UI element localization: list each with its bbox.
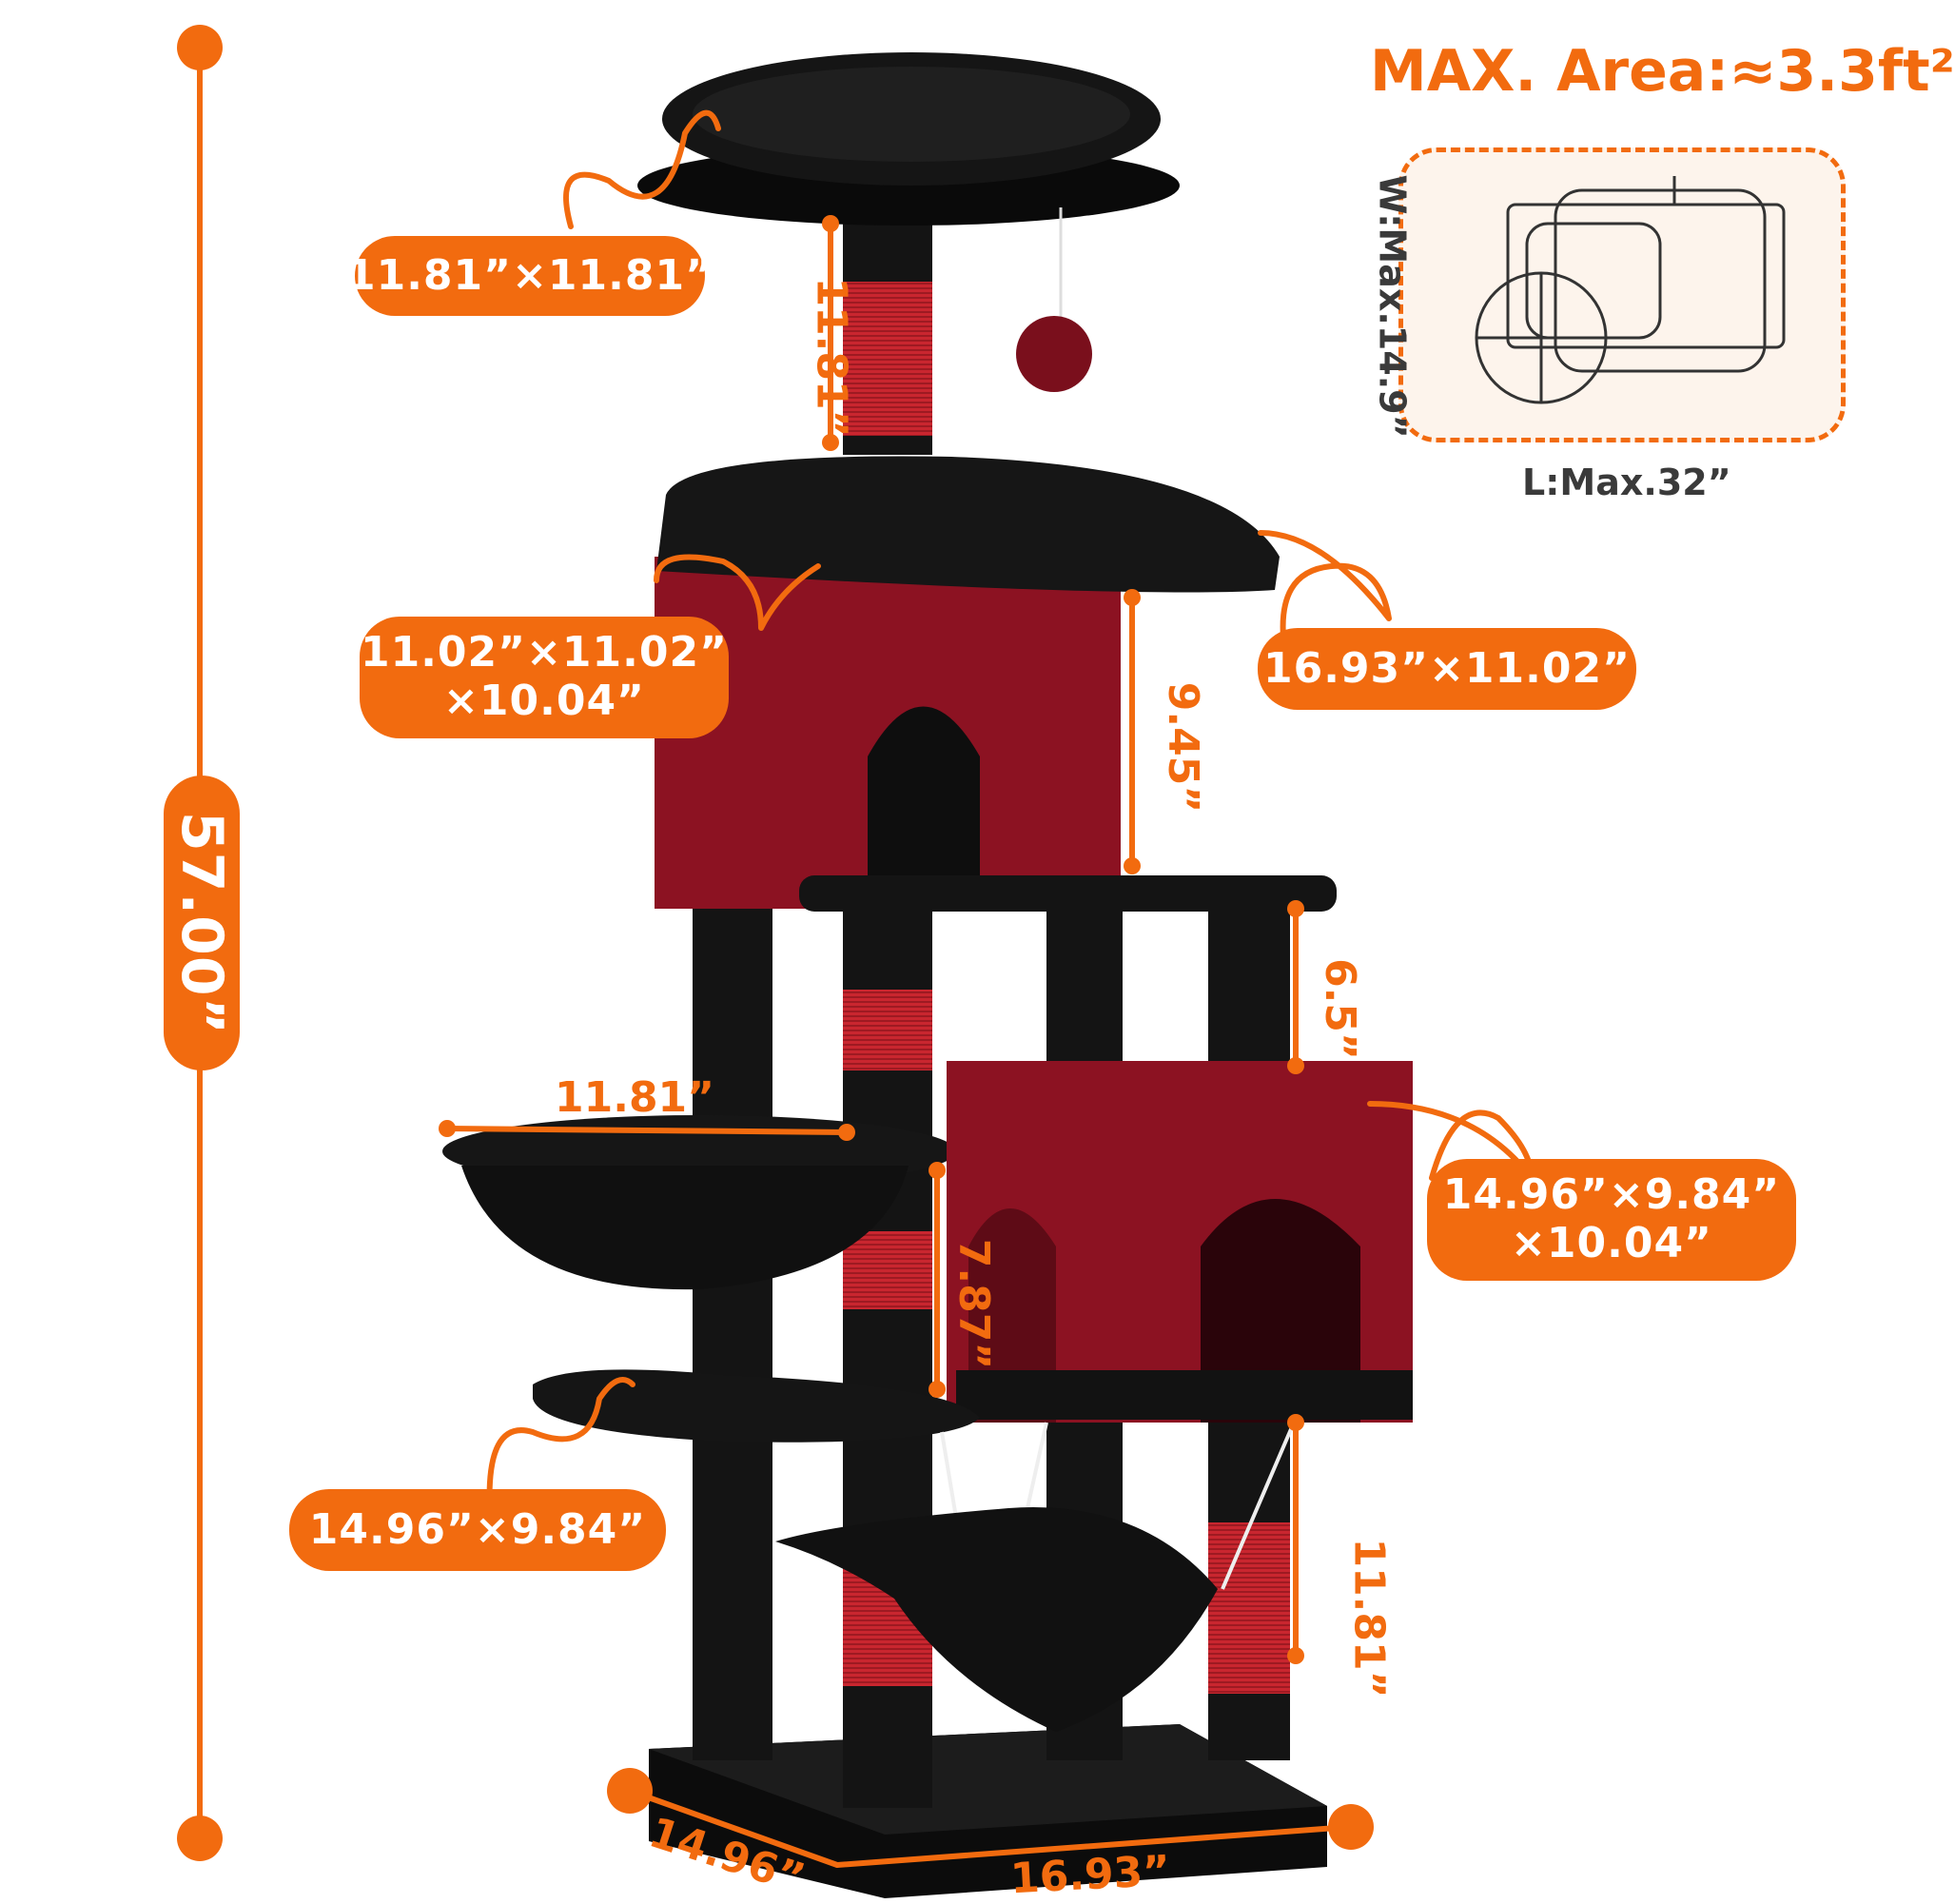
- total-height-top-dot: [177, 25, 223, 70]
- top-view-outline-icon: [1475, 176, 1786, 404]
- base-right-dot: [1328, 1804, 1374, 1850]
- mid-gap-label: 6.5”: [1315, 958, 1364, 1060]
- upper-platform-callout: [1258, 530, 1392, 650]
- lower-condo-size-badge: 14.96”×9.84” ×10.04”: [1427, 1159, 1796, 1281]
- base-left-dot: [607, 1768, 653, 1814]
- basket-gap-label: 7.87”: [949, 1238, 999, 1370]
- top-post-height-label: 11.81”: [807, 277, 856, 438]
- upper-condo-callout: [654, 554, 821, 631]
- width-label: W:Max.14.9”: [1371, 174, 1414, 439]
- base-width-label: 16.93”: [1008, 1846, 1172, 1904]
- upper-platform-size-badge: 16.93”×11.02”: [1258, 628, 1636, 710]
- lower-platform: [533, 1369, 980, 1443]
- basket-width-label: 11.81”: [555, 1073, 715, 1122]
- base-width-line: [834, 1824, 1352, 1868]
- base-board: [649, 1724, 1327, 1898]
- upper-condo-size-badge: 11.02”×11.02” ×10.04”: [360, 617, 729, 738]
- length-label: L:Max.32”: [1522, 461, 1731, 503]
- lower-condo: [947, 1061, 1413, 1423]
- total-height-bottom-dot: [177, 1816, 223, 1861]
- top-perch-callout: [563, 109, 721, 229]
- lower-platform-callout: [486, 1377, 635, 1516]
- top-perch: [637, 52, 1180, 392]
- base-depth-line: [627, 1788, 840, 1868]
- total-height-badge: 57.00”: [164, 775, 240, 1070]
- basket-width-line: [444, 1126, 850, 1135]
- upper-condo-height-label: 9.45”: [1159, 681, 1208, 814]
- max-area-title: MAX. Area:≈3.3ft²: [1370, 38, 1955, 105]
- top-perch-size-badge: 11.81”×11.81”: [346, 236, 713, 316]
- area-diagram-box: [1398, 147, 1846, 442]
- lower-platform-size-badge: 14.96”×9.84”: [289, 1489, 666, 1571]
- product-dimension-graphic: MAX. Area:≈3.3ft² W:Max.14.9” L:Max.32” …: [164, 25, 1955, 1904]
- hammock: [775, 1422, 1296, 1732]
- upper-condo: [655, 456, 1337, 912]
- bottom-post-height-label: 11.81”: [1344, 1538, 1394, 1698]
- cat-tree-illustration: [442, 52, 1413, 1898]
